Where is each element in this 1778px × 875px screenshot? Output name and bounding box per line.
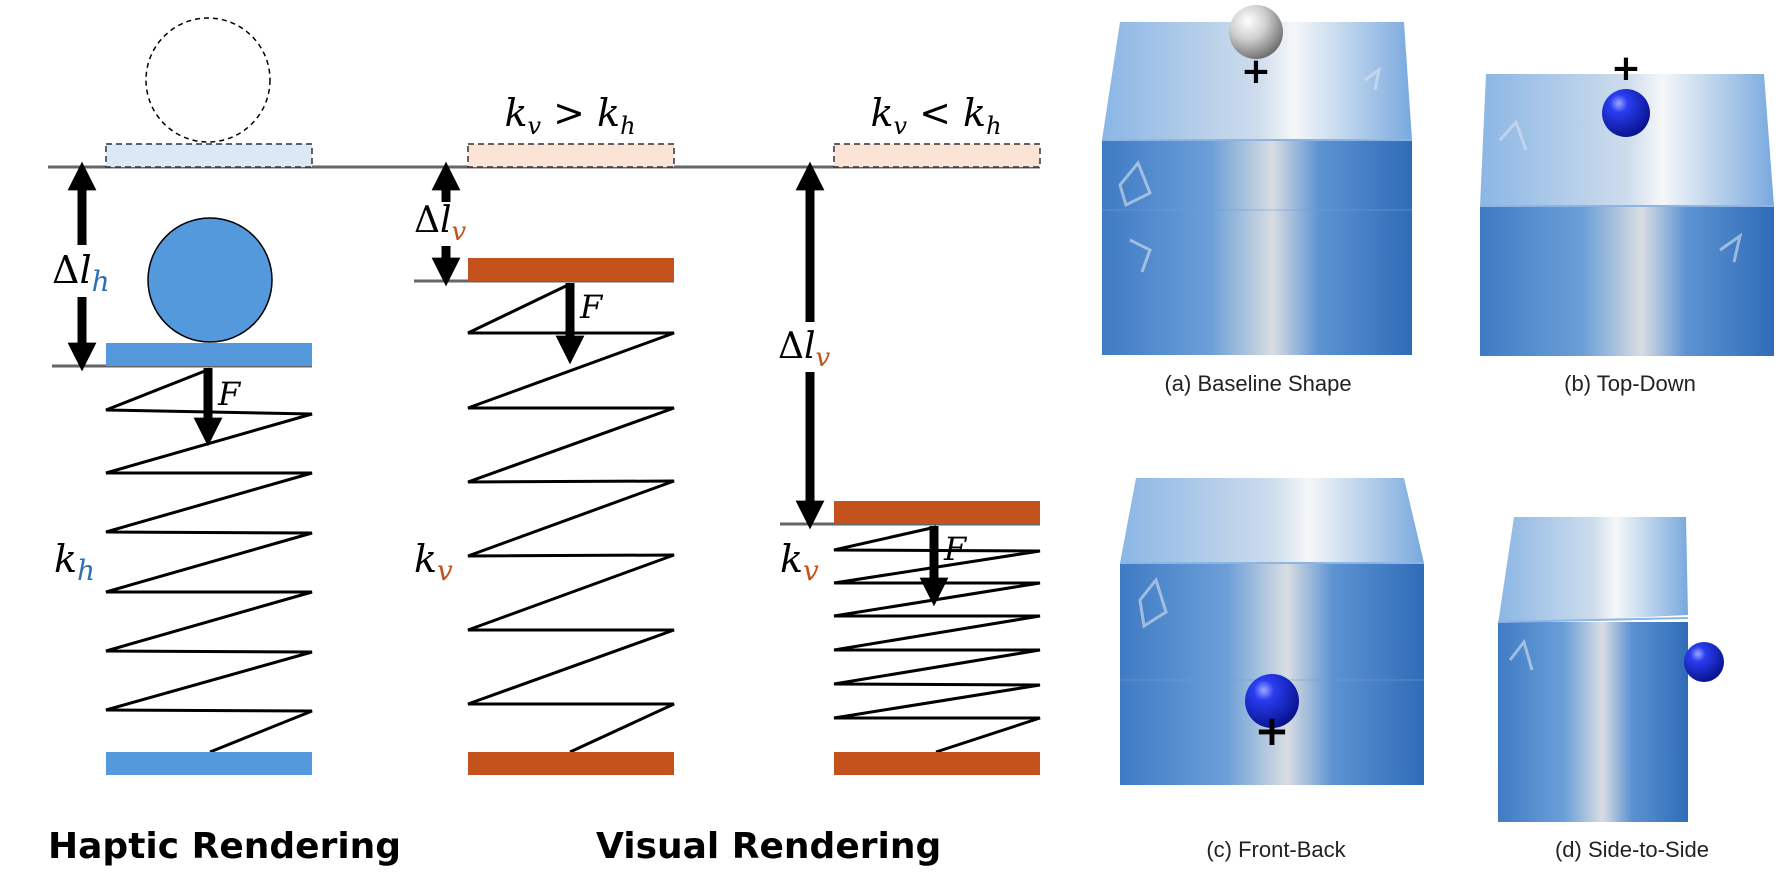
cube-c [1120, 478, 1424, 785]
delta-lh-label: Δlh [52, 248, 110, 298]
panel-side-to-side: (d) Side-to-Side [1497, 517, 1724, 862]
cross-marker-a: + [1241, 51, 1271, 92]
cross-marker-b: + [1611, 48, 1641, 89]
blue-sphere-c [1245, 674, 1299, 728]
haptic-plate-bottom [106, 752, 312, 775]
panel-front-back: + (c) Front-Back [1120, 478, 1424, 862]
haptic-force-label: F [217, 375, 242, 413]
caption-b: (b) Top-Down [1564, 371, 1696, 396]
visual2-plate-bottom [834, 752, 1040, 775]
kv-label-2: kv [780, 537, 819, 587]
spring-diagram: kv > kh kv < kh Δlh F kh [46, 17, 1041, 867]
ghost-plate-haptic [105, 143, 313, 168]
blue-sphere-b [1602, 89, 1650, 137]
cube-d [1497, 517, 1689, 822]
panel-top-down: + (b) Top-Down [1449, 48, 1774, 396]
ghost-plate-visual-1 [467, 143, 675, 168]
haptic-column: Δlh F kh [46, 161, 313, 775]
visual1-plate-bottom [468, 752, 674, 775]
cube-b [1449, 74, 1774, 357]
panel-baseline-shape: + (a) Baseline Shape [1102, 5, 1412, 396]
visual2-spring [833, 525, 1041, 754]
white-sphere [1229, 5, 1283, 59]
visual2-plate-top [834, 501, 1040, 524]
kv-label-1: kv [414, 537, 453, 587]
label-kv-lt-kh: kv < kh [870, 91, 1001, 140]
ghost-ball [145, 17, 271, 143]
kh-label: kh [54, 537, 95, 587]
caption-c: (c) Front-Back [1206, 837, 1346, 862]
haptic-spring [105, 367, 313, 754]
visual1-plate-top [468, 258, 674, 281]
visual-column-softer: Δlv F kv [776, 161, 1041, 775]
visual1-force-label: F [579, 288, 604, 326]
label-kv-gt-kh: kv > kh [504, 91, 635, 140]
delta-lv-small-label: Δlv [414, 200, 467, 247]
visual1-spring [467, 282, 675, 754]
haptic-rendering-heading: Haptic Rendering [48, 826, 401, 867]
visual-rendering-heading: Visual Rendering [596, 826, 941, 867]
caption-d: (d) Side-to-Side [1555, 837, 1709, 862]
haptic-plate-top [106, 343, 312, 366]
visual-column-stiffer: Δlv F kv [412, 161, 675, 775]
blue-sphere-d [1684, 642, 1724, 682]
visual2-force-label: F [943, 530, 968, 568]
ghost-plate-visual-2 [833, 143, 1041, 168]
cross-marker-c: + [1254, 706, 1289, 755]
caption-a: (a) Baseline Shape [1164, 371, 1351, 396]
delta-lv-large-label: Δlv [778, 326, 831, 373]
cube-a [1102, 22, 1412, 355]
haptic-ball [147, 217, 273, 343]
